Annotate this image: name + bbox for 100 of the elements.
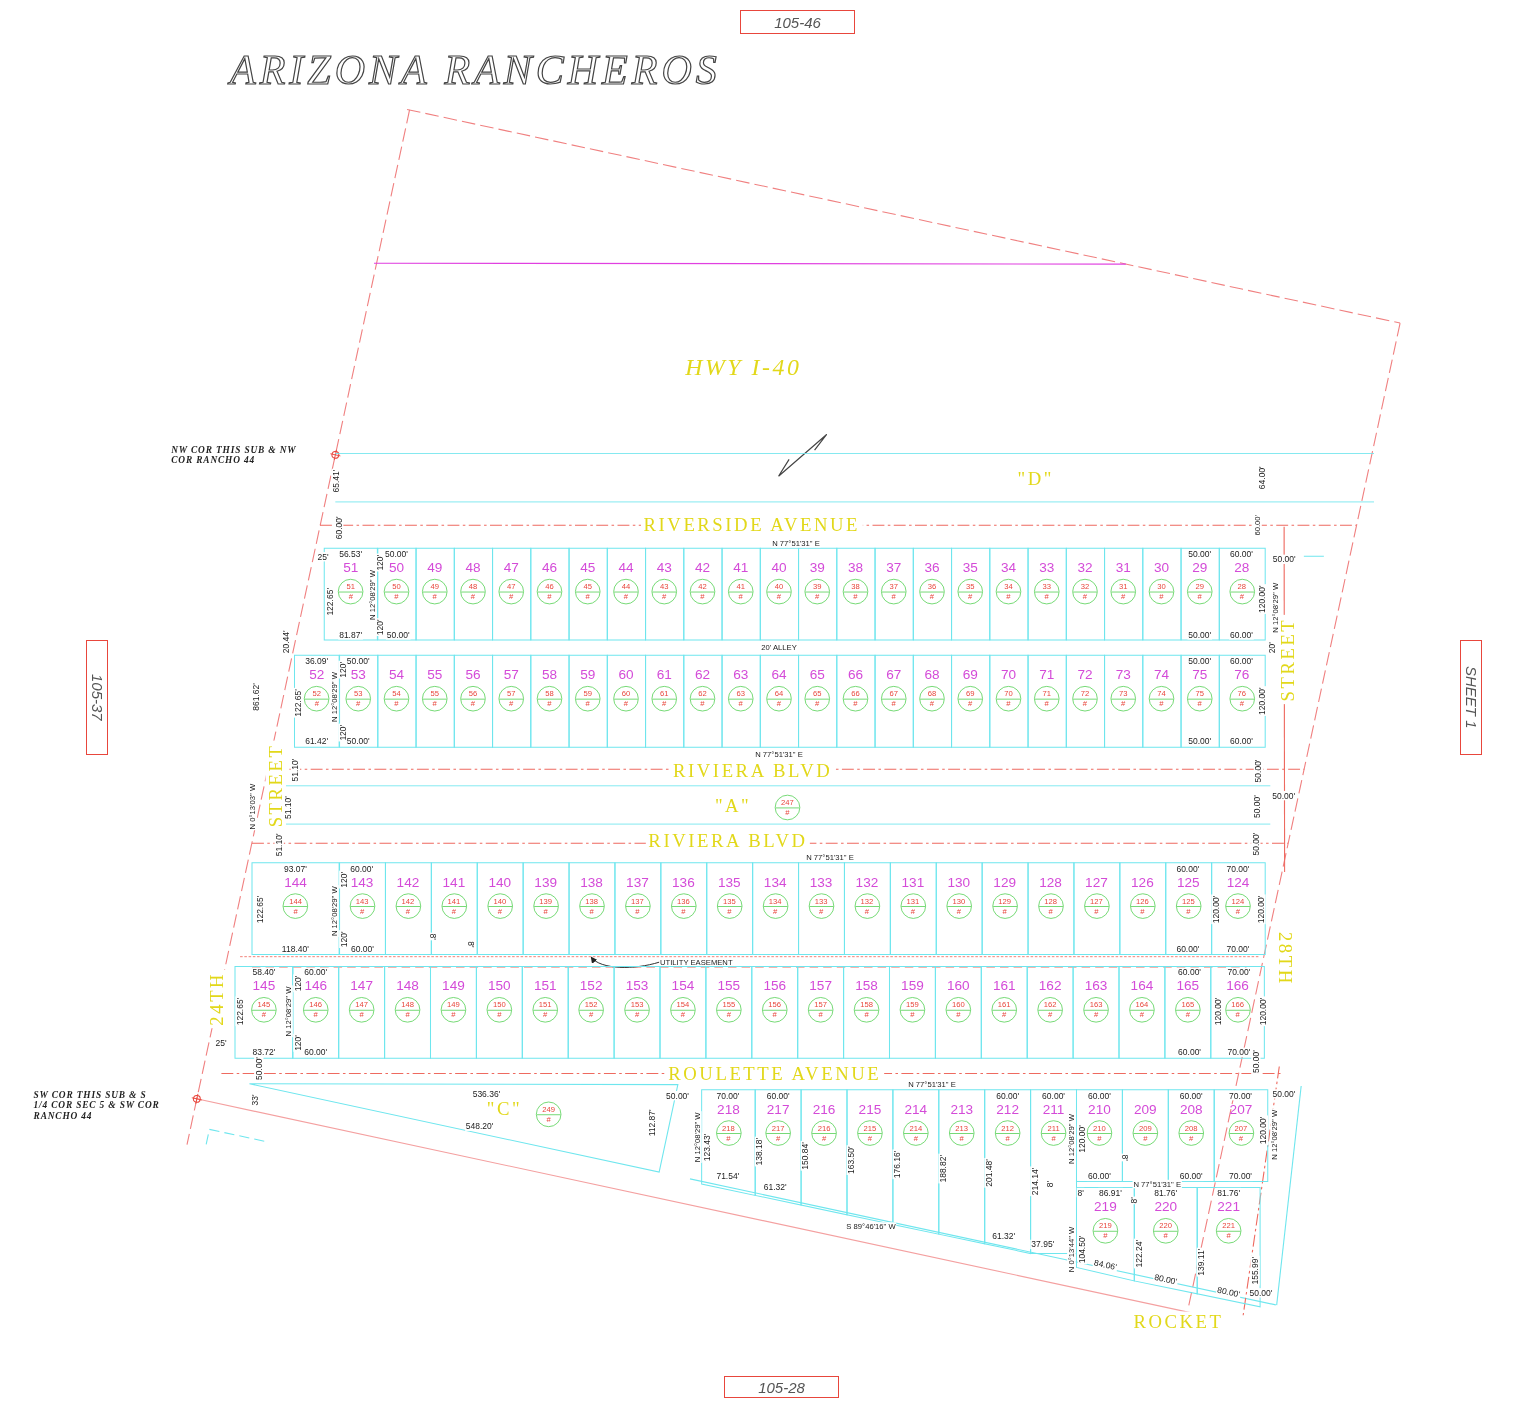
- lot-number: 208: [1179, 1101, 1203, 1117]
- lot-number: 55: [427, 667, 443, 683]
- lot-number: 34: [1000, 560, 1017, 576]
- lot-parcel: [836, 655, 875, 748]
- lot-tag-circle: [991, 997, 1017, 1023]
- highway-name: HWY I-40: [685, 353, 802, 381]
- dimension-text: 50.00': [384, 549, 409, 559]
- lot-tag-circle: [394, 997, 421, 1023]
- dimension-text: 8': [466, 940, 476, 949]
- lot-parcel: [844, 862, 890, 955]
- lot-number: 146: [304, 978, 328, 994]
- dimension-text: 80.00': [1215, 1284, 1242, 1300]
- lot-tag-circle: [842, 685, 869, 712]
- lot-parcel: [683, 548, 722, 641]
- lot-tag-circle: [1086, 1120, 1113, 1146]
- lot-number: 149: [442, 978, 465, 994]
- lot-parcel: [492, 548, 531, 641]
- lot-parcel: [384, 966, 431, 1059]
- lot-tag-circle: [1083, 997, 1109, 1023]
- dimension-text: 50.00': [1271, 790, 1296, 800]
- lot-number: 42: [694, 560, 711, 576]
- dimension-text: 64.00': [1257, 465, 1267, 490]
- lot-tag-circle: [1215, 1218, 1242, 1244]
- lot-parcel: [759, 655, 799, 748]
- dimension-text: 50.00': [1271, 1088, 1297, 1099]
- lot-number: 68: [924, 667, 940, 683]
- lot-number: 44: [618, 560, 634, 576]
- dimension-text: 50.00': [345, 656, 371, 666]
- lot-tag-circle: [251, 997, 277, 1023]
- lot-parcel: [606, 655, 646, 748]
- dimension-text: 122.24': [1133, 1239, 1144, 1269]
- lot-tag-circle: [624, 997, 650, 1023]
- lot-tag-circle: [854, 893, 880, 919]
- lot-parcel: [752, 862, 799, 955]
- lot-number: 143: [350, 874, 374, 890]
- lot-number: 28: [1234, 560, 1250, 576]
- dimension-text: 70.00': [1226, 1047, 1252, 1057]
- lot-tag-circle: [899, 997, 926, 1023]
- lot-number: 57: [503, 667, 519, 683]
- lot-tag-circle: [348, 997, 375, 1023]
- dimension-text: 112.87': [647, 1108, 658, 1138]
- lot-number: 130: [947, 874, 971, 890]
- sheet-reference-text: 105-28: [758, 1378, 805, 1396]
- dimension-text: 123.43': [702, 1132, 712, 1163]
- dimension-text: 83.72': [251, 1047, 277, 1057]
- lot-tag-circle: [995, 578, 1022, 605]
- dimension-text: 118.40': [281, 943, 310, 954]
- lot-number: 35: [962, 560, 978, 576]
- lot-number: 131: [901, 874, 925, 890]
- lot-number: 76: [1234, 667, 1250, 683]
- lot-parcel: [430, 862, 477, 955]
- lot-tag-circle: [1072, 685, 1098, 712]
- dimension-text: 60.00': [765, 1090, 791, 1101]
- lot-tag-circle: [383, 578, 410, 605]
- dimension-text: 60.00': [1229, 549, 1254, 559]
- dimension-text: 80.00': [1152, 1272, 1179, 1287]
- lot-tag-circle: [670, 997, 696, 1023]
- lot-number: 70: [1000, 667, 1017, 683]
- lot-parcel: [606, 548, 646, 641]
- lot-number: 73: [1115, 667, 1131, 683]
- dimension-text: 70.00': [1228, 1090, 1253, 1101]
- lot-number: 156: [763, 978, 787, 994]
- dimension-text: 548.20': [464, 1121, 495, 1132]
- lot-number: 142: [396, 874, 420, 890]
- lot-parcel: [797, 966, 844, 1059]
- lot-parcel: [530, 548, 569, 641]
- dimension-text: 120.00': [1257, 584, 1267, 614]
- lot-number: 49: [427, 560, 443, 576]
- dimension-text: 120': [338, 661, 348, 679]
- lot-number: 219: [1094, 1199, 1117, 1215]
- dimension-text: 50.00': [1251, 831, 1261, 857]
- lot-tag-circle: [498, 578, 524, 605]
- dimension-text: 50.00': [1187, 630, 1213, 640]
- lot-number: 216: [812, 1101, 836, 1117]
- lot-tag-circle: [575, 685, 601, 712]
- sheet-reference-text: SHEET 1: [1462, 666, 1480, 729]
- dimension-text: 60.00': [1175, 943, 1201, 954]
- lot-number: 152: [579, 978, 603, 994]
- lot-number: 65: [809, 667, 825, 683]
- lot-number: 210: [1088, 1101, 1111, 1117]
- lot-tag-circle: [282, 893, 309, 919]
- lot-parcel: [377, 655, 416, 748]
- lot-tag-circle: [1083, 893, 1110, 919]
- lot-number: 135: [717, 874, 741, 890]
- lot-parcel: [415, 655, 454, 748]
- dimension-text: 120': [338, 723, 348, 742]
- lot-number: 29: [1192, 560, 1208, 576]
- lot-number: 166: [1226, 978, 1249, 994]
- dimension-text: 120': [375, 618, 385, 637]
- lot-parcel: [1073, 862, 1120, 955]
- lot-tag-circle: [345, 685, 371, 712]
- lot-number: 127: [1085, 874, 1108, 890]
- lot-tag-circle: [1110, 685, 1136, 712]
- lot-tag-circle: [842, 578, 869, 605]
- lot-tag-circle: [766, 685, 792, 712]
- lot-parcel: [798, 655, 837, 748]
- lot-number: 134: [763, 874, 787, 890]
- lot-number: 124: [1226, 874, 1250, 890]
- lot-tag-circle: [804, 685, 830, 712]
- dimension-text: 61.32': [762, 1182, 788, 1192]
